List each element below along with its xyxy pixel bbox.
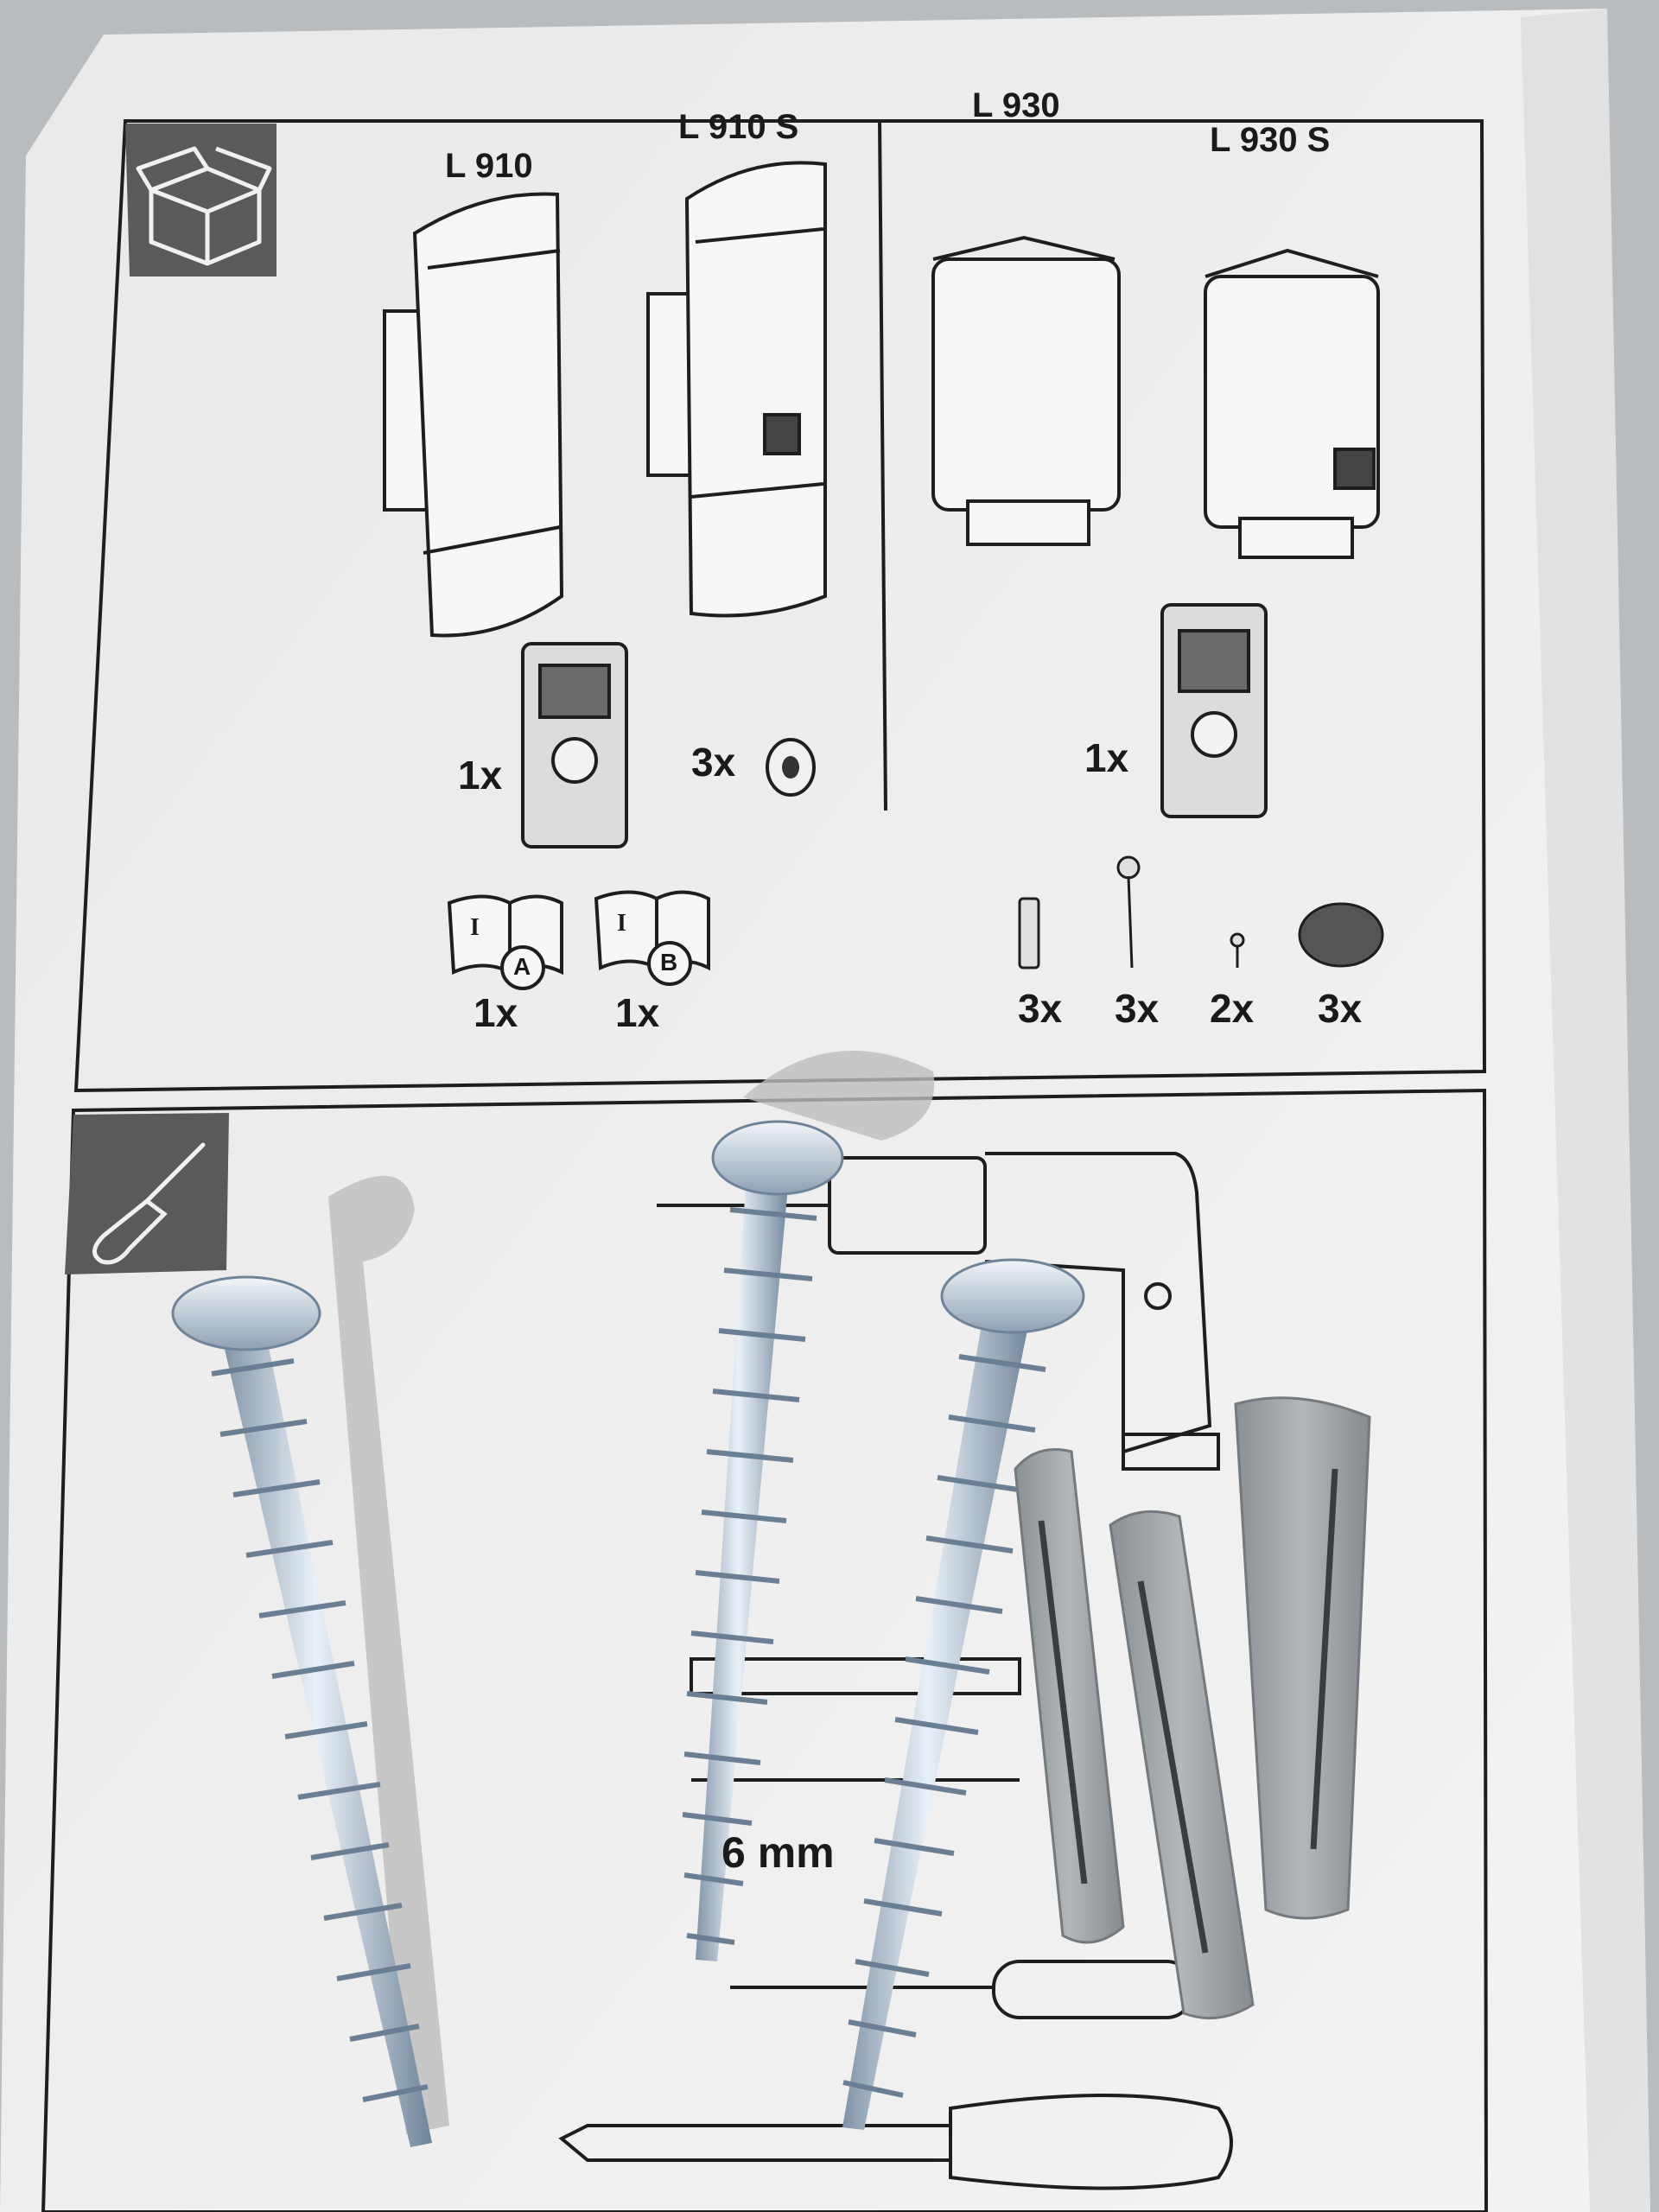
dowel-small-illustration <box>1018 897 1040 969</box>
model-divider <box>878 118 887 811</box>
lamp-l930s-illustration <box>1204 248 1380 559</box>
manual-b-letter: B <box>660 949 678 976</box>
lamp-l910s-illustration <box>646 161 827 618</box>
hardware-qty-screws: 3x <box>1115 986 1160 1031</box>
drill-bit-size-label: 6 mm <box>721 1828 835 1877</box>
model-label-l910: L 910 <box>445 147 533 185</box>
terminal-block-right <box>1160 603 1268 818</box>
grommet-qty: 3x <box>691 740 736 785</box>
screwdriver-phillips-illustration <box>558 2094 1233 2190</box>
drill-illustration <box>657 1152 1220 1471</box>
terminal-block-left <box>521 642 628 849</box>
manual-b-qty: 1x <box>615 990 660 1035</box>
manual-a-qty: 1x <box>474 990 518 1035</box>
screw-left <box>171 1275 432 2147</box>
wall-dowel-right <box>1234 1396 1371 1920</box>
seal-pad-illustration <box>1298 902 1384 968</box>
wall-dowel-middle <box>1109 1510 1255 2020</box>
screw-small-illustration <box>1116 855 1141 969</box>
contents-panel-frame <box>73 119 1487 1093</box>
wall-dowel-left <box>1014 1448 1125 1944</box>
manual-a-icon <box>447 894 563 990</box>
terminal-block-qty-right: 1x <box>1084 735 1129 780</box>
paper-fold-shadow <box>1521 9 1650 2212</box>
manual-b-roman: I <box>617 910 626 937</box>
screwdriver-icon <box>65 1113 229 1274</box>
model-label-l930s: L 930 S <box>1210 121 1331 159</box>
drill-bit-illustration <box>690 1657 1021 1782</box>
tools-panel-frame <box>41 1088 1489 2212</box>
object-shadows <box>328 1051 935 2134</box>
model-label-l910s: L 910 S <box>678 108 799 146</box>
hardware-qty-seal-pads: 3x <box>1318 986 1363 1031</box>
manual-b-icon <box>594 890 710 986</box>
hardware-qty-small-screws: 2x <box>1210 986 1255 1031</box>
manual-a-roman: I <box>470 914 480 941</box>
terminal-block-qty-left: 1x <box>458 753 503 798</box>
grommet-part <box>766 738 816 797</box>
hardware-qty-dowels: 3x <box>1018 986 1063 1031</box>
screw-middle <box>682 1120 844 1961</box>
tiny-screw-illustration <box>1230 932 1245 968</box>
lamp-l910-illustration <box>383 192 564 638</box>
manual-a-letter: A <box>513 953 531 980</box>
model-label-l930: L 930 <box>972 86 1060 124</box>
screw-right <box>842 1258 1085 2130</box>
box-icon <box>125 124 276 276</box>
lamp-l930-illustration <box>931 235 1121 546</box>
